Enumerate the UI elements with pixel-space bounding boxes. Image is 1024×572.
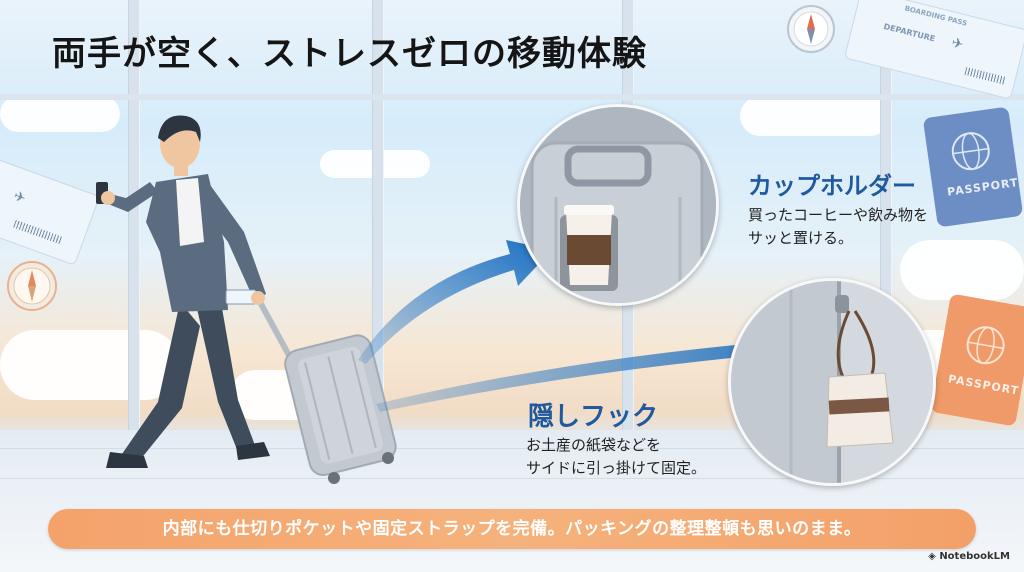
page-title: 両手が空く、ストレスゼロの移動体験	[52, 34, 647, 74]
arrow-to-hidden-hook	[376, 320, 844, 412]
brand-logo-icon: ◈	[928, 551, 940, 562]
cloud-icon	[740, 96, 890, 136]
boarding-pass-label: BOARDING PASS	[903, 4, 968, 28]
brand-label: ◈ NotebookLM	[928, 551, 1010, 562]
footer-banner: 内部にも仕切りポケットや固定ストラップを完備。パッキングの整理整頓も思いのまま。	[48, 509, 976, 549]
window-frame	[128, 0, 140, 432]
departure-label: DEPARTURE	[882, 21, 937, 44]
compass-icon	[7, 261, 57, 311]
passport-icon: PASSPORT	[922, 106, 1024, 228]
window-frame	[0, 94, 1024, 100]
feature-desc-hidden-hook-line2: サイドに引っ掛けて固定。	[526, 459, 707, 477]
globe-icon	[966, 326, 1005, 365]
passport-label: PASSPORT	[946, 175, 1020, 199]
arrow-to-cup-holder	[358, 240, 552, 364]
feature-title-hidden-hook: 隠しフック	[528, 402, 659, 432]
feature-title-cup-holder: カップホルダー	[748, 172, 916, 200]
airplane-icon: ✈	[949, 35, 966, 54]
passport-label: PASSPORT	[947, 372, 1021, 398]
departure-label: ✈	[11, 188, 28, 208]
feature-desc-cup-holder-line1: 買ったコーヒーや飲み物を	[748, 206, 929, 224]
cloud-icon	[900, 240, 1024, 300]
brand-name: NotebookLM	[939, 551, 1010, 562]
cloud-icon	[0, 96, 120, 132]
traveler-illustration	[96, 115, 397, 484]
boarding-pass-icon: ✈	[0, 144, 101, 266]
passport-icon: PASSPORT	[930, 293, 1024, 427]
globe-icon	[951, 132, 990, 171]
window-frame	[372, 0, 384, 432]
hidden-hook-closeup	[728, 278, 936, 486]
boarding-pass-icon: BOARDING PASS DEPARTURE ✈	[843, 0, 1024, 100]
compass-icon	[787, 5, 835, 53]
cup-holder-closeup	[517, 104, 719, 306]
feature-desc-cup-holder-line2: サッと置ける。	[748, 229, 854, 247]
feature-desc-hidden-hook-line1: お土産の紙袋などを	[526, 436, 662, 454]
cloud-icon	[0, 330, 180, 400]
